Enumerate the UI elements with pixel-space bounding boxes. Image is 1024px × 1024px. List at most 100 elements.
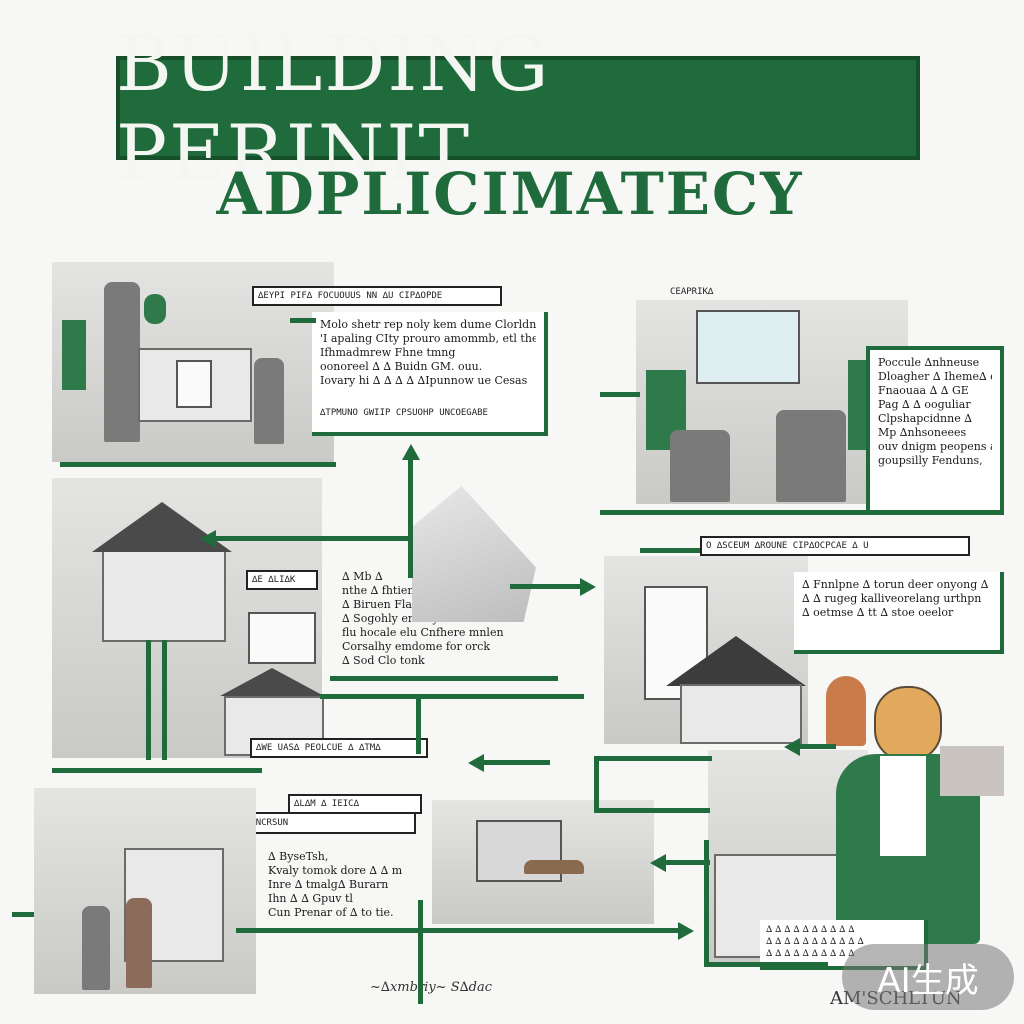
top-left-sketch <box>52 262 334 462</box>
connector-line <box>12 912 34 917</box>
blueprint-roll <box>940 746 1004 796</box>
text-line: ∆ oetmse ∆ tt ∆ stoe oeelor <box>802 606 954 619</box>
text-line: ∆ ∆ rugeg kalliveorelang urthpn <box>802 592 982 605</box>
text-line: ∆ ∆ ∆ ∆ ∆ ∆ ∆ ∆ ∆ ∆ <box>766 925 855 935</box>
top-right-sketch <box>636 300 908 504</box>
architect-figure <box>820 666 1006 952</box>
house-roof <box>666 636 806 686</box>
mid-right-sketch <box>604 556 808 744</box>
lower-mid-tag: ∆L∆M ∆ IEIC∆ <box>288 794 422 814</box>
connector-line <box>162 640 167 760</box>
connector-line <box>146 640 151 760</box>
text-line: Dloagher ∆ Iheme∆ ctall <box>878 370 992 383</box>
connector-line <box>600 392 640 397</box>
page-title: BUILDING PERINIT <box>116 19 551 197</box>
mid-center-sketch <box>412 486 536 622</box>
connector-line <box>236 928 680 933</box>
bottom-signature-left: ~∆xmbriy~ S∆dac <box>370 980 493 995</box>
house-sketch <box>138 348 252 422</box>
desk-figure-2 <box>670 430 730 502</box>
top-left-strip-label: ∆EYPI PIF∆ FOCUOUUS NN ∆U CIP∆OPDE <box>252 286 502 306</box>
person-figure-2 <box>126 898 152 988</box>
desk-figure <box>776 410 846 502</box>
arrow-up-icon <box>402 444 420 460</box>
arrow-left-icon <box>784 738 800 756</box>
connector-line <box>52 768 262 773</box>
connector-line <box>416 694 421 754</box>
green-panel <box>62 320 86 390</box>
text-line: Corsalhy emdome for orck <box>342 640 491 653</box>
assistant-figure <box>826 676 866 746</box>
connector-line <box>594 756 599 812</box>
text-line: ∆ Sod Clo tonk <box>342 654 425 667</box>
text-line: Ihn ∆ ∆ Gpuv tl <box>268 892 353 905</box>
house-roof-2 <box>220 668 324 696</box>
lower-center-sketch <box>432 800 654 924</box>
mid-left-sketch <box>52 478 324 758</box>
monitor-sketch <box>696 310 800 384</box>
lower-left-text: ∆ ByseTsh, Kvaly tomok dore ∆ ∆ m Inre ∆… <box>268 850 424 924</box>
connector-line <box>704 962 828 967</box>
window-sketch <box>248 612 316 664</box>
hand-figure <box>524 860 584 874</box>
mid-right-strip-label: O ∆SCEUM ∆ROUNE CIP∆OCPCAE ∆ U <box>700 536 970 556</box>
house-window <box>176 360 212 408</box>
text-line: ∆ ∆ ∆ ∆ ∆ ∆ ∆ ∆ ∆ ∆ ∆ <box>766 937 864 947</box>
mid-right-text-box: ∆ Fnnlpne ∆ torun deer onyong ∆ fenes ∆ … <box>794 572 1004 654</box>
text-line: flu hocale elu Cnfhere mnlen <box>342 626 504 639</box>
text-line: goupsilly Fenduns, <box>878 454 983 467</box>
connector-line <box>320 694 584 699</box>
connector-line <box>418 900 423 1004</box>
connector-line <box>796 744 836 749</box>
text-line: Molo shetr rep noly kem dume Clorldnuns <box>320 318 536 331</box>
text-line: Kvaly tomok dore ∆ ∆ m <box>268 864 403 877</box>
text-line: ∆ ByseTsh, <box>268 850 329 863</box>
text-line: Poccule ∆nhneuse <box>878 356 980 369</box>
ai-generated-watermark: AI生成 <box>842 944 1014 1010</box>
arrow-right-icon <box>580 578 596 596</box>
connector-line <box>594 808 710 813</box>
connector-line <box>480 760 550 765</box>
connector-line <box>704 840 709 966</box>
top-right-sign: CEAPRIK∆ <box>670 287 714 297</box>
top-left-text-box: Molo shetr rep noly kem dume Clorldnuns … <box>312 312 548 436</box>
lower-left-sketch <box>34 788 256 994</box>
text-line: Iovary hi ∆ ∆ ∆ ∆ ∆Ipunnow ue Cesas <box>320 374 528 387</box>
arrow-left-icon <box>200 530 216 548</box>
connector-line <box>60 462 336 467</box>
text-line: Pag ∆ ∆ ooguliar <box>878 398 971 411</box>
connector-line <box>600 510 1004 515</box>
connector-line <box>212 536 408 541</box>
text-line: ouv dnigm peopens at <box>878 440 992 453</box>
lower-left-strip-label: ∆WE UAS∆ PEOLCUE ∆ ∆TM∆ <box>250 738 428 758</box>
arrow-left-icon <box>468 754 484 772</box>
connector-line <box>290 318 316 323</box>
text-line: ∆ ∆ ∆ ∆ ∆ ∆ ∆ ∆ ∆ ∆ <box>766 949 855 959</box>
text-line: oonoreel ∆ ∆ Buidn GM. ouu. <box>320 360 483 373</box>
text-line: Ifhmadmrew Fhne tmng <box>320 346 456 359</box>
architect-shirt <box>880 756 926 856</box>
title-banner: BUILDING PERINIT <box>116 19 920 197</box>
text-line: ∆ Mb ∆ <box>342 570 383 583</box>
connector-line <box>330 676 558 681</box>
text-line: Mp ∆nhsoneees <box>878 426 967 439</box>
person-figure <box>82 906 110 990</box>
mid-left-small-label: ∆E ∆LI∆K <box>246 570 318 590</box>
architect-head <box>874 686 942 762</box>
connector-line <box>408 458 413 578</box>
connector-line <box>594 756 712 761</box>
arrow-left-icon <box>650 854 666 872</box>
connector-line <box>510 584 582 589</box>
arrow-right-icon <box>678 922 694 940</box>
text-line: Inre ∆ tmalg∆ Burarn <box>268 878 389 891</box>
worker-figure <box>104 282 140 442</box>
house-sketch <box>102 548 226 642</box>
text-line: Clpshapcidnne ∆ <box>878 412 972 425</box>
connector-line <box>640 548 700 553</box>
green-tree <box>144 294 166 324</box>
text-line: 'I apaling CIty prouro amommb, etl the, … <box>320 332 536 345</box>
text-line: ∆ Fnnlpne ∆ torun deer onyong ∆ fenes <box>802 578 992 591</box>
connector-line <box>662 860 710 865</box>
top-left-footer-label: ∆TPMUNO GWIIP CPSUOHP UNCOEGABE <box>320 408 488 418</box>
page-subtitle: ADPLICIMATECY <box>216 160 804 228</box>
